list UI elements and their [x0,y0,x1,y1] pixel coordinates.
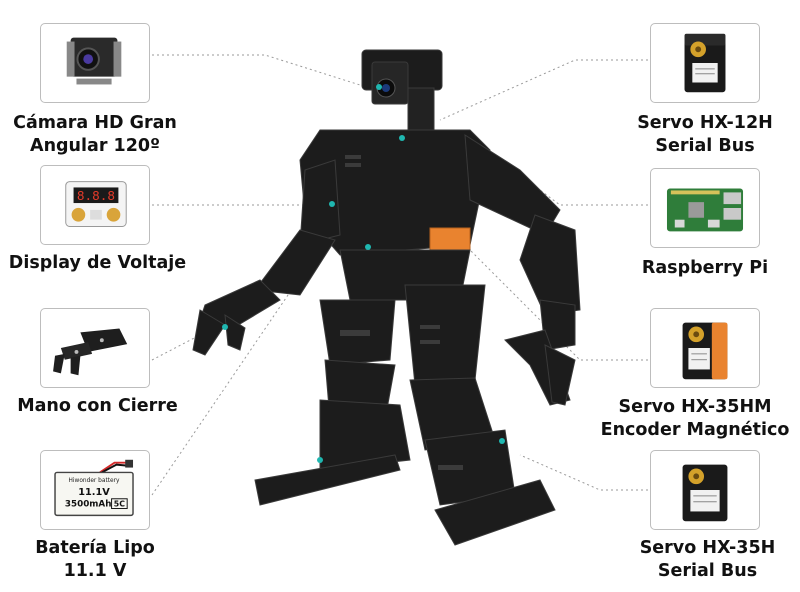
battery-card: Hiwonder battery 11.1V 3500mAh 5C [40,450,150,530]
servo12-card [650,23,760,103]
voltage-card: 8.8.8 [40,165,150,245]
battery-icon: Hiwonder battery 11.1V 3500mAh 5C [54,459,134,517]
voltage-display-icon: 8.8.8 [65,181,127,227]
battery-capacity-text: 3500mAh [65,500,112,510]
raspberry-card [650,168,760,248]
battery-brand-text: Hiwonder battery [69,478,121,484]
servo35h-card [650,450,760,530]
servo-icon [684,33,726,93]
camera-icon [66,37,122,85]
voltage-readout: 8.8.8 [77,188,115,203]
camera-card [40,23,150,103]
battery-c-rating-text: 5C [114,500,125,509]
servo-orange-icon [682,322,728,380]
battery-voltage-text: 11.1V [78,487,110,498]
servo-icon [682,464,728,522]
gripper-label: Mano con Cierre [17,396,178,416]
gripper-card [40,308,150,388]
raspberry-pi-icon [666,188,744,232]
servo35hm-card [650,308,760,388]
voltage-label: Display de Voltaje [8,253,187,273]
gripper-hand-icon [53,328,128,376]
raspberry-label: Raspberry Pi [641,258,769,278]
